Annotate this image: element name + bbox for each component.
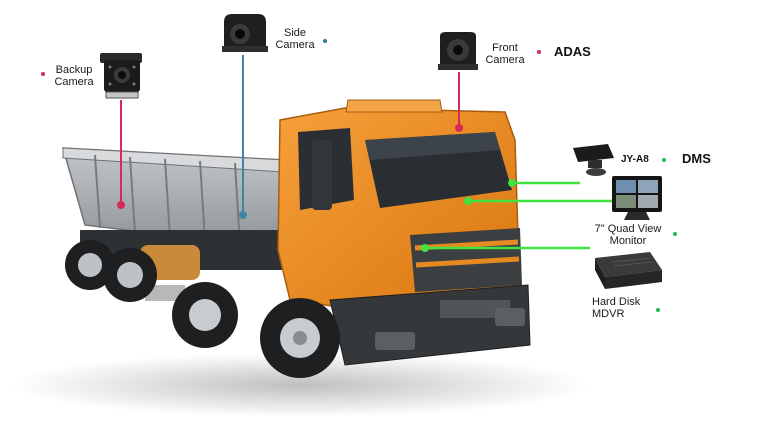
backup-camera-dot	[41, 72, 45, 76]
dms-label: DMS	[682, 151, 711, 166]
mdvr-dot	[656, 308, 660, 312]
rear-wheels	[65, 240, 238, 348]
dump-truck	[61, 99, 531, 378]
dms-model-label: JY-A8	[621, 154, 649, 165]
driver-monitor-camera-icon	[573, 144, 614, 176]
ground-shadow	[10, 353, 590, 417]
side-camera-label: Side Camera	[275, 27, 315, 51]
box-camera-icon	[100, 53, 142, 99]
front-camera-dot	[537, 50, 541, 54]
front-wheel	[260, 298, 340, 378]
adas-label: ADAS	[554, 44, 591, 59]
connector-lines	[117, 55, 612, 252]
dome-camera-icon	[438, 32, 478, 70]
dome-camera-icon	[222, 14, 268, 52]
monitor-label: 7" Quad View Monitor	[594, 223, 662, 247]
backup-camera-label: Backup Camera	[54, 64, 94, 88]
front-camera-label: Front Camera	[485, 42, 525, 66]
quad-view-monitor-icon	[612, 176, 662, 220]
dms-dot	[662, 158, 666, 162]
side-camera-dot	[323, 39, 327, 43]
monitor-dot	[673, 232, 677, 236]
mobile-dvr-icon	[595, 252, 662, 289]
mdvr-label: Hard Disk MDVR	[592, 296, 641, 320]
